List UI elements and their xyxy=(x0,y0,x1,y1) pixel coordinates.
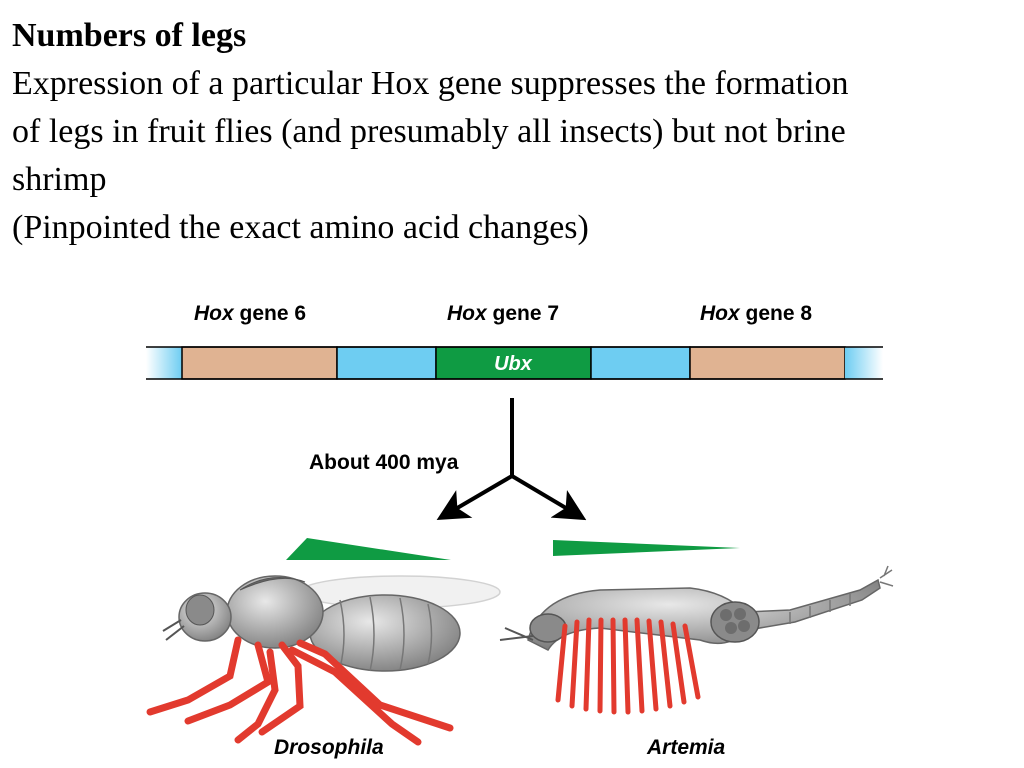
hox-gene-6-block xyxy=(181,346,338,380)
spacer-block-2 xyxy=(590,346,691,380)
bar-left-end xyxy=(146,347,182,379)
slide-text: Numbers of legs Expression of a particul… xyxy=(12,12,1012,252)
body-line-3: shrimp xyxy=(12,161,107,198)
hox-gene-7-label: Hox gene 7 xyxy=(447,302,560,325)
spacer-block-1 xyxy=(336,346,437,380)
ubx-label: Ubx xyxy=(494,353,533,375)
bar-right-end xyxy=(845,347,883,379)
hox-gene-6-label: Hox gene 6 xyxy=(194,302,307,325)
slide-title: Numbers of legs xyxy=(12,17,247,54)
drosophila-illustration xyxy=(146,575,501,746)
species-label-drosophila: Drosophila xyxy=(274,736,384,759)
divergence-arrows xyxy=(436,398,587,521)
divergence-time-label: About 400 mya xyxy=(309,451,459,474)
hox-gene-8-block xyxy=(689,346,846,380)
artemia-illustration xyxy=(499,565,894,715)
ubx-expression-wedge-drosophila xyxy=(286,538,451,560)
body-line-4: (Pinpointed the exact amino acid changes… xyxy=(12,209,589,246)
body-line-1: Expression of a particular Hox gene supp… xyxy=(12,65,849,102)
hox-gene-bar: Ubx xyxy=(146,346,883,380)
hox-gene-8-label: Hox gene 8 xyxy=(700,302,813,325)
body-line-2: of legs in fruit flies (and presumably a… xyxy=(12,113,846,150)
ubx-expression-wedge-artemia xyxy=(553,540,740,556)
species-label-artemia: Artemia xyxy=(647,736,726,759)
